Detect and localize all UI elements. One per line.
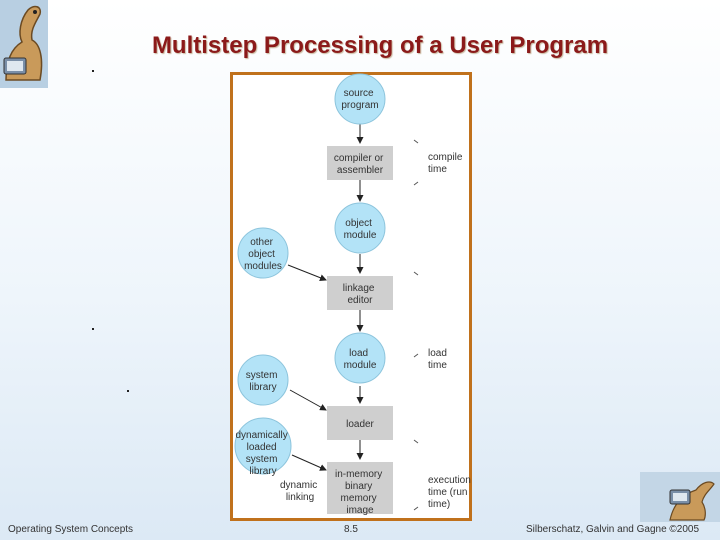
system-library-label: system library xyxy=(246,370,280,393)
decorative-dot xyxy=(92,70,94,72)
arrow-system-library-to-loader xyxy=(289,389,327,411)
execution-time-bracket xyxy=(413,439,419,444)
footer-page-number: 8.5 xyxy=(344,524,358,535)
object-module-label: object module xyxy=(344,218,377,241)
arrow-dynamic-library-to-memory xyxy=(291,454,327,471)
dinosaur-footer-logo-icon xyxy=(640,472,720,522)
compile-time-label: compile time xyxy=(428,152,465,175)
other-object-modules-node xyxy=(237,227,289,279)
source-program-label: source program xyxy=(341,88,378,111)
in-memory-image-label: in-memory binary memory image xyxy=(335,469,385,516)
loader-label: loader xyxy=(346,419,374,430)
dinosaur-logo-icon xyxy=(0,0,48,88)
source-program-node xyxy=(334,73,386,125)
in-memory-image-box xyxy=(327,462,393,514)
other-object-modules-label: other object modules xyxy=(244,237,282,272)
slide-title: Multistep Processing of a User Program xyxy=(151,32,609,59)
compile-time-bracket xyxy=(413,181,419,186)
dynamically-loaded-library-label: dynamically loaded system library xyxy=(235,430,290,477)
linkage-editor-box xyxy=(327,276,393,310)
compile-time-bracket xyxy=(413,139,419,144)
decorative-dot xyxy=(127,390,129,392)
loader-box xyxy=(327,406,393,440)
footer-left: Operating System Concepts xyxy=(8,524,134,535)
dynamically-loaded-library-node xyxy=(234,417,292,475)
load-time-bracket xyxy=(413,353,419,358)
load-time-label: load time xyxy=(428,348,450,371)
object-module-node xyxy=(334,202,386,254)
system-library-node xyxy=(237,354,289,406)
arrow-other-modules-to-linkage xyxy=(287,264,327,282)
compiler-or-assembler-box xyxy=(327,146,393,180)
compiler-or-assembler-label: compiler or assembler xyxy=(334,153,386,176)
load-module-label: load module xyxy=(344,348,377,371)
load-module-node xyxy=(334,332,386,384)
linkage-editor-label: linkage editor xyxy=(343,283,377,306)
execution-time-bracket xyxy=(413,506,419,511)
load-time-bracket xyxy=(413,271,419,276)
footer-right: Silberschatz, Galvin and Gagne ©2005 xyxy=(526,524,700,535)
decorative-dot xyxy=(92,328,94,330)
dynamic-linking-label: dynamic linking xyxy=(280,480,320,503)
execution-time-label: execution time (run time) xyxy=(428,475,474,510)
